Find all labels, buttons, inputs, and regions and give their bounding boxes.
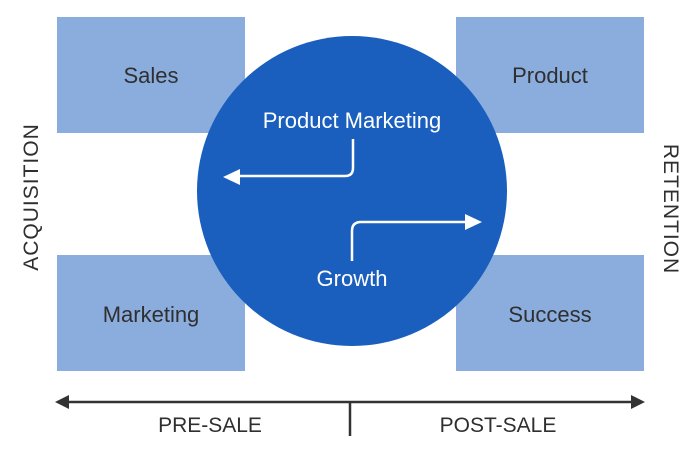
- center-circle: [197, 36, 507, 346]
- sales-box: [57, 17, 245, 133]
- success-box: [456, 255, 644, 371]
- right-arrow-icon: [350, 214, 482, 261]
- timeline-axis: [55, 395, 645, 436]
- product-box: [456, 17, 644, 133]
- acquisition-label: ACQUISITION: [20, 123, 43, 271]
- pre-sale-label: PRE-SALE: [158, 414, 262, 437]
- post-sale-label: POST-SALE: [440, 414, 557, 437]
- left-arrow-icon: [223, 139, 355, 185]
- sales-label: Sales: [123, 63, 178, 88]
- marketing-box: [57, 255, 245, 371]
- success-label: Success: [508, 302, 591, 327]
- product-label: Product: [512, 63, 588, 88]
- marketing-label: Marketing: [103, 302, 200, 327]
- growth-label: Growth: [317, 266, 388, 291]
- product-marketing-label: Product Marketing: [263, 108, 442, 133]
- retention-label: RETENTION: [659, 144, 682, 274]
